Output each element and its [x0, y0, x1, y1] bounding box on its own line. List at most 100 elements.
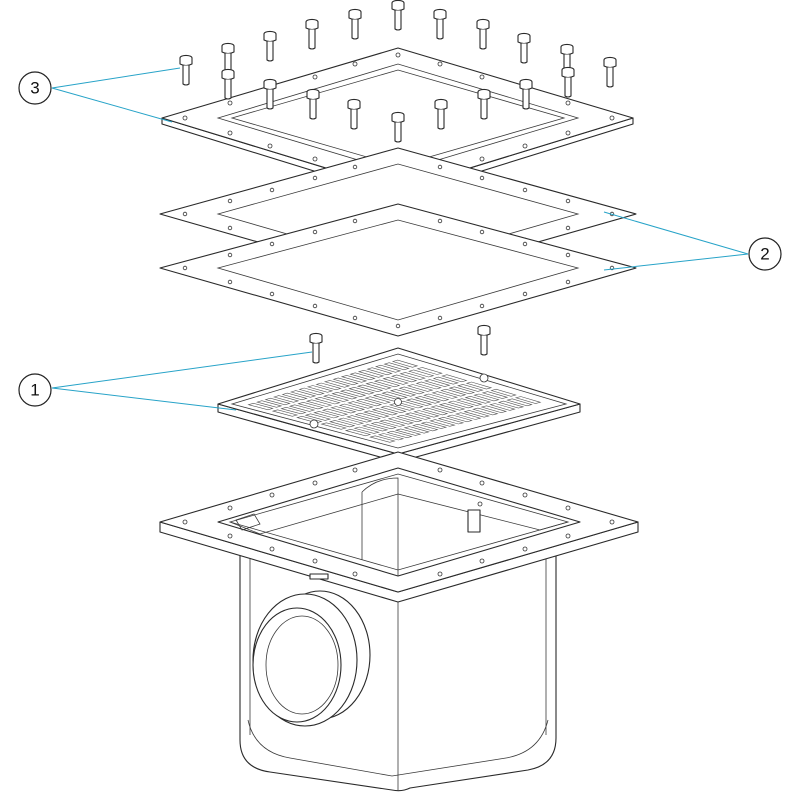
grate	[217, 347, 581, 463]
grate-slot	[247, 402, 274, 411]
grate-slot	[430, 405, 457, 413]
grate-slot	[399, 372, 426, 380]
grate-slot	[365, 382, 392, 390]
grate-slot	[420, 421, 448, 429]
grate-slot	[380, 405, 407, 414]
grate-slot	[322, 394, 350, 402]
grate-slot	[355, 398, 383, 407]
grate-slot	[313, 411, 340, 419]
grate-slot	[338, 403, 366, 412]
grate-slot	[394, 428, 422, 436]
grate-slot	[387, 417, 415, 425]
grate-slot	[329, 420, 356, 428]
grate-slot	[413, 410, 440, 418]
grate-slot	[354, 412, 382, 421]
grate-slot	[497, 400, 525, 409]
grate-slot	[490, 388, 517, 397]
grate-slot	[290, 390, 317, 398]
grate-slot	[371, 408, 399, 416]
grate-slot	[298, 387, 325, 396]
grate-slot	[404, 412, 432, 420]
grate-slot	[481, 391, 509, 399]
grate-slot	[403, 426, 430, 434]
grate-slot	[456, 398, 483, 406]
grate-slot	[381, 391, 408, 400]
grate-slot	[340, 375, 368, 383]
grate-slot	[414, 396, 441, 404]
grate-slot	[349, 372, 376, 381]
grate-slot	[382, 377, 409, 385]
grate-slot	[480, 405, 508, 414]
grate-slot	[514, 396, 542, 404]
grate-slot	[331, 391, 358, 400]
grate-slot	[472, 407, 499, 416]
callout-1-label: 1	[30, 381, 39, 400]
callout-2-label: 2	[760, 245, 769, 264]
grate-slot	[347, 401, 374, 409]
grate-slots	[247, 359, 542, 443]
grate-slot	[389, 389, 417, 397]
grate-slot	[489, 403, 516, 411]
grate-slot	[315, 382, 342, 391]
grate-slot	[377, 433, 405, 441]
skimmer-body	[159, 451, 639, 792]
grate-slot	[255, 400, 283, 408]
grate-slot	[446, 414, 473, 423]
grate-slot	[506, 398, 533, 407]
grate-slot	[438, 403, 466, 411]
grate-slot	[441, 374, 468, 383]
grate-slot	[412, 423, 439, 432]
grate-slot	[422, 393, 450, 402]
grate-slot	[374, 364, 402, 373]
grate-slot	[353, 426, 380, 434]
grate-slot	[408, 369, 435, 378]
grate-slot	[415, 381, 442, 390]
leader-lines	[51, 67, 749, 411]
callout-1: 1	[18, 373, 52, 407]
grate-slot	[454, 412, 482, 420]
inlet-pipe	[252, 590, 371, 727]
grate-slot	[379, 419, 406, 427]
grate-slot	[306, 385, 334, 393]
grate-slot	[281, 392, 308, 401]
grate-slot	[432, 376, 459, 385]
grate-slot	[465, 381, 493, 390]
grate-slot	[346, 415, 373, 423]
grate-slot	[271, 409, 299, 417]
grate-slot	[421, 407, 449, 416]
grate-slot	[361, 424, 389, 432]
grate-slot	[344, 428, 372, 437]
grate-slot	[429, 419, 456, 427]
callout-3-label: 3	[30, 79, 39, 98]
grate-slot	[364, 396, 391, 404]
grate-slot	[304, 413, 332, 421]
flange-holes	[182, 467, 615, 577]
grate-slot	[363, 410, 390, 418]
grate-slot	[373, 379, 401, 388]
grate-slot	[339, 389, 367, 398]
grate-slot	[416, 367, 443, 375]
grate-slot	[337, 417, 365, 425]
grate-slot	[447, 400, 475, 409]
grate-slot	[320, 422, 347, 430]
grate-slot	[314, 396, 341, 405]
grate-slot	[405, 398, 433, 406]
grate-slot	[330, 406, 357, 414]
grate-slot	[323, 380, 351, 388]
grate-slot	[448, 386, 476, 395]
grate-slot	[457, 384, 484, 392]
grate-slot	[406, 384, 434, 392]
grate-slot	[386, 430, 413, 439]
grate-slot	[398, 386, 425, 395]
grate-slot	[424, 379, 451, 387]
grate-slot	[440, 388, 467, 397]
grate-slot	[473, 393, 500, 402]
callout-3: 3	[18, 71, 52, 105]
grate-slot	[437, 416, 465, 425]
grate-slot	[370, 421, 397, 430]
grate-slot	[273, 395, 300, 403]
grate-slot	[305, 399, 333, 407]
grate-slot	[366, 367, 393, 376]
grate-slot	[463, 410, 490, 418]
